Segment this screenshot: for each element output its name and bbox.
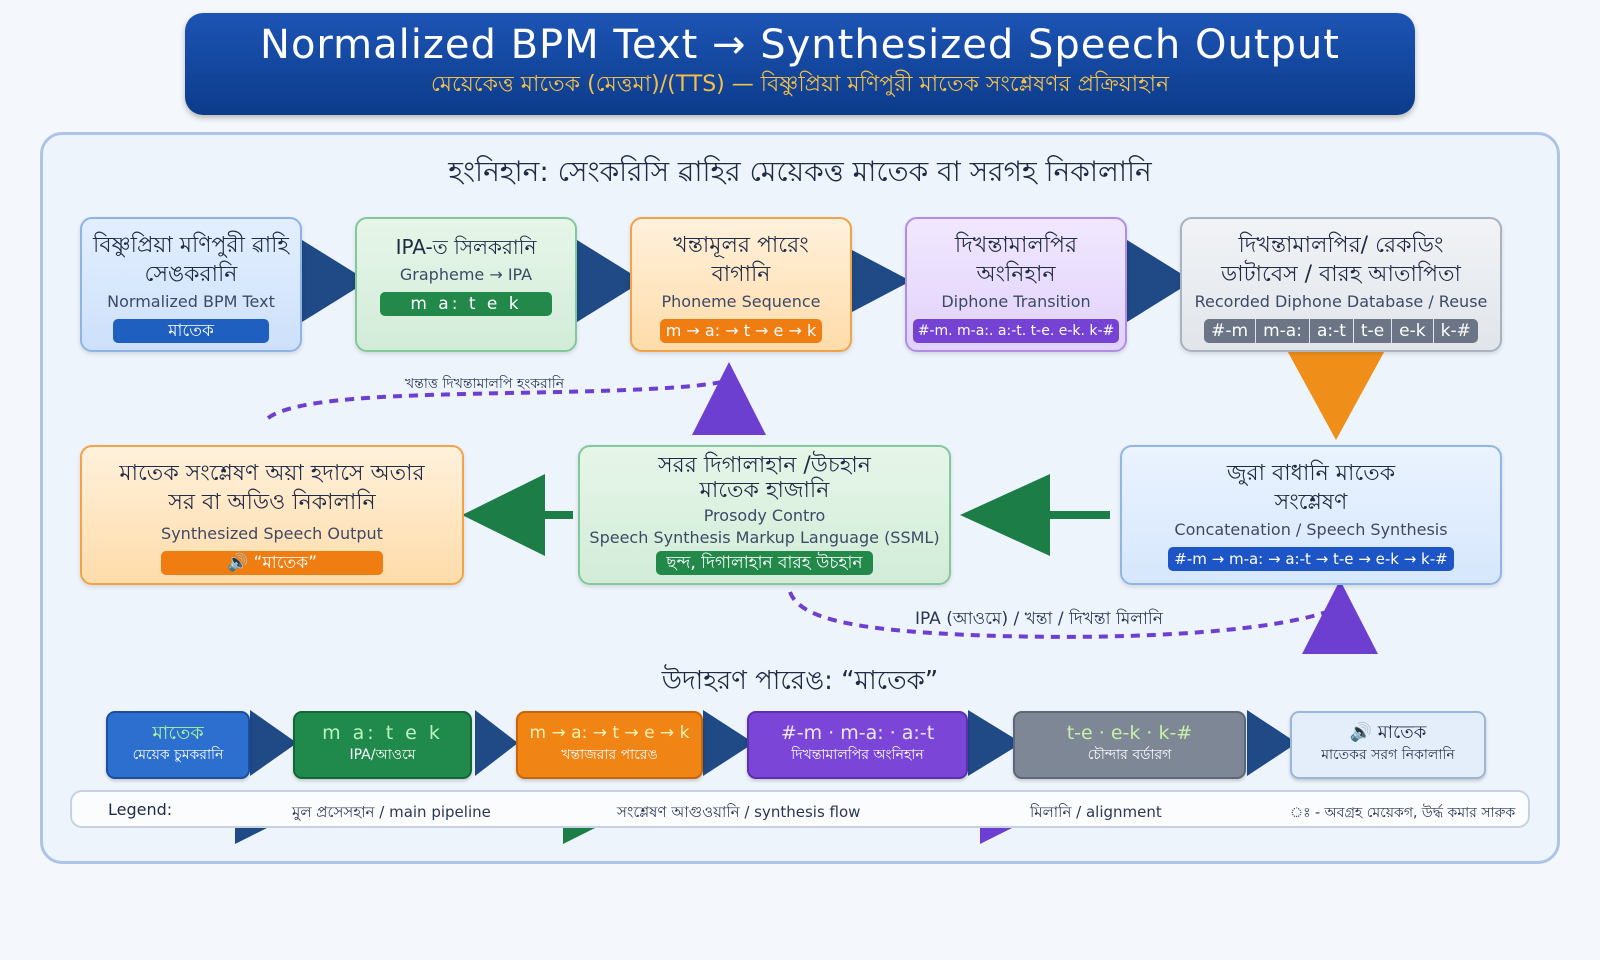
- box-diphone-transition-label: দিখন্তামালপির অংনিহান: [954, 233, 1078, 287]
- example-step-diphones-a-caption: দিখন্তামালপির অংনিহান: [791, 747, 924, 763]
- main-arrow-1: [302, 240, 368, 322]
- alignment-arrow-up-2: [1302, 580, 1378, 654]
- example-step-output-caption: মাতেকর সরগ নিকালানি: [1321, 747, 1455, 763]
- diphone-segment: a:-t: [1310, 319, 1354, 343]
- box-diphone-database-english: Recorded Diphone Database / Reuse: [1194, 292, 1488, 311]
- alignment-arrow-up-1: [692, 362, 766, 435]
- box-prosody-control-label: সরর দিগালাহান /উচহান মাতেক হাজানি: [658, 453, 871, 503]
- dashed-alignment-bottom: [788, 591, 1333, 639]
- diphone-segment: t-e: [1354, 319, 1393, 343]
- example-arrow-3: [703, 710, 754, 776]
- example-step-output-main: 🔊 মাতেক: [1349, 722, 1427, 743]
- example-step-text-caption: মেয়েক চুমকরানি: [132, 747, 224, 763]
- box-phoneme-sequence-label: খন্তামূলর পারেং বাগানি: [673, 233, 809, 287]
- synthesis-arrow-1-shaft: [1040, 511, 1110, 519]
- box-prosody-control: সরর দিগালাহান /উচহান মাতেক হাজানি Prosod…: [578, 445, 951, 585]
- diphone-segment: #-m: [1204, 319, 1257, 343]
- main-arrow-2: [577, 240, 643, 322]
- diphone-segment: e-k: [1392, 319, 1434, 343]
- example-title: উদাহরণ পারেঙ: “মাতেক”: [661, 666, 939, 696]
- box-diphone-transition-english: Diphone Transition: [941, 292, 1091, 311]
- synthesis-arrow-2-head: [462, 474, 545, 556]
- box-phoneme-sequence-english: Phoneme Sequence: [661, 292, 821, 311]
- example-step-diphones-b-main: t-e · e-k · k-#: [1066, 722, 1193, 744]
- legend: Legend: মুল প্রসেসহান / main pipeline সং…: [70, 790, 1530, 828]
- box-input-text: বিষ্ণুপ্রিয়া মণিপুরী ৱাহি সেঙকরানি Norm…: [80, 217, 302, 352]
- box-diphone-database: দিখন্তামালপির/ রেকডিং ডাটাবেস / বারহ আতা…: [1180, 217, 1502, 352]
- box-grapheme-ipa-english: Grapheme → IPA: [399, 265, 533, 284]
- box-diphone-database-segments: #-m m-a: a:-t t-e e-k k-#: [1204, 319, 1478, 343]
- box-grapheme-ipa-label: IPA-ত সিলকরানি: [395, 235, 537, 259]
- legend-note: ঃ - অবগ্রহ মেয়েকগ, উর্দ্ধ কমার সারুক: [1290, 805, 1516, 821]
- box-diphone-database-label: দিখন্তামালপির/ রেকডিং ডাটাবেস / বারহ আতা…: [1221, 233, 1461, 287]
- example-step-output: 🔊 মাতেক মাতেকর সরগ নিকালানি: [1290, 711, 1486, 779]
- box-concatenation-chip: #-m → m-a: → a:-t → t-e → e-k → k-#: [1168, 547, 1454, 571]
- example-step-diphones-a: #-m · m-a: · a:-t দিখন্তামালপির অংনিহান: [747, 711, 968, 779]
- example-step-diphones-b: t-e · e-k · k-# চৌন্দার বর্ডারগ: [1013, 711, 1246, 779]
- example-step-diphones-a-main: #-m · m-a: · a:-t: [780, 722, 935, 744]
- diphone-segment: m-a:: [1256, 319, 1310, 343]
- box-input-text-chip: মাতেক: [113, 319, 269, 343]
- example-step-ipa: m a: t e k IPA/আওমে: [293, 711, 472, 779]
- box-grapheme-ipa: IPA-ত সিলকরানি Grapheme → IPA m a: t e k: [355, 217, 577, 352]
- legend-label: Legend:: [108, 800, 173, 819]
- legend-main-text: মুল প্রসেসহান / main pipeline: [292, 803, 491, 821]
- main-arrow-4: [1127, 240, 1193, 322]
- box-prosody-control-english: Prosody Contro: [703, 506, 826, 525]
- box-grapheme-ipa-chip: m a: t e k: [380, 292, 552, 316]
- main-arrow-3: [852, 250, 911, 312]
- box-concatenation: জুরা বাধানি মাতেক সংশ্লেষণ Concatenation…: [1120, 445, 1502, 585]
- box-diphone-transition-chip: #-m. m-a:. a:-t. t-e. e-k. k-#: [912, 319, 1120, 343]
- example-arrow-1: [250, 710, 297, 776]
- legend-synthesis-text: সংশ্লেষণ আগুওয়ানি / synthesis flow: [617, 803, 861, 821]
- legend-alignment-text: মিলানি / alignment: [1030, 803, 1162, 821]
- box-speech-output: মাতেক সংশ্লেষণ অয়া হদাসে অতার সর বা অডি…: [80, 445, 464, 585]
- example-step-diphones-b-caption: চৌন্দার বর্ডারগ: [1087, 747, 1172, 763]
- example-step-text: মাতেক মেয়েক চুমকরানি: [106, 711, 250, 779]
- box-input-text-label: বিষ্ণুপ্রিয়া মণিপুরী ৱাহি সেঙকরানি: [93, 233, 289, 287]
- dashed-note-top: খন্তাত্ত দিখন্তামালপি হংকরানি: [405, 376, 565, 392]
- box-speech-output-label: মাতেক সংশ্লেষণ অয়া হদাসে অতার সর বা অডি…: [119, 461, 425, 515]
- box-input-text-english: Normalized BPM Text: [107, 292, 275, 311]
- example-step-phonemes: m → a: → t → e → k খন্তাজরার পারেঙ: [516, 711, 703, 779]
- box-concatenation-english: Concatenation / Speech Synthesis: [1174, 520, 1448, 539]
- example-step-text-main: মাতেক: [152, 722, 204, 744]
- example-step-phonemes-main: m → a: → t → e → k: [529, 723, 690, 743]
- synthesis-arrow-1-head: [960, 474, 1050, 556]
- example-step-ipa-main: m a: t e k: [322, 722, 443, 744]
- box-phoneme-sequence-chip: m → a: → t → e → k: [659, 319, 823, 343]
- example-arrow-2: [475, 710, 518, 776]
- box-phoneme-sequence: খন্তামূলর পারেং বাগানি Phoneme Sequence …: [630, 217, 852, 352]
- dashed-note-bottom: IPA (আওমে) / খন্তা / দিখন্তা মিলানি: [915, 609, 1163, 629]
- box-concatenation-label: জুরা বাধানি মাতেক সংশ্লেষণ: [1226, 461, 1396, 515]
- box-prosody-control-chip: ছন্দ, দিগালাহান বারহ উচহান: [656, 551, 873, 575]
- example-arrow-4: [968, 710, 1022, 776]
- section-title: হংনিহান: সেংকরিসি ৱাহির মেয়েকত্ত মাতেক …: [448, 155, 1152, 188]
- header-banner: Normalized BPM Text → Synthesized Speech…: [185, 13, 1415, 115]
- reuse-arrow: [1283, 343, 1389, 440]
- box-speech-output-chip: 🔊 “মাতেক”: [161, 551, 383, 575]
- example-step-phonemes-caption: খন্তাজরার পারেঙ: [561, 747, 658, 763]
- box-speech-output-english: Synthesized Speech Output: [161, 524, 383, 543]
- box-prosody-control-ssml: Speech Synthesis Markup Language (SSML): [589, 528, 940, 547]
- page-subtitle: মেয়েকেত্ত মাতেক (মেত্তমা)/(TTS) — বিষ্ণ…: [430, 72, 1170, 97]
- dashed-alignment-top: [266, 380, 723, 420]
- example-arrow-5: [1247, 710, 1297, 776]
- example-step-ipa-caption: IPA/আওমে: [349, 747, 416, 763]
- box-diphone-transition: দিখন্তামালপির অংনিহান Diphone Transition…: [905, 217, 1127, 352]
- diphone-segment: k-#: [1440, 321, 1471, 341]
- page-title: Normalized BPM Text → Synthesized Speech…: [260, 22, 1340, 68]
